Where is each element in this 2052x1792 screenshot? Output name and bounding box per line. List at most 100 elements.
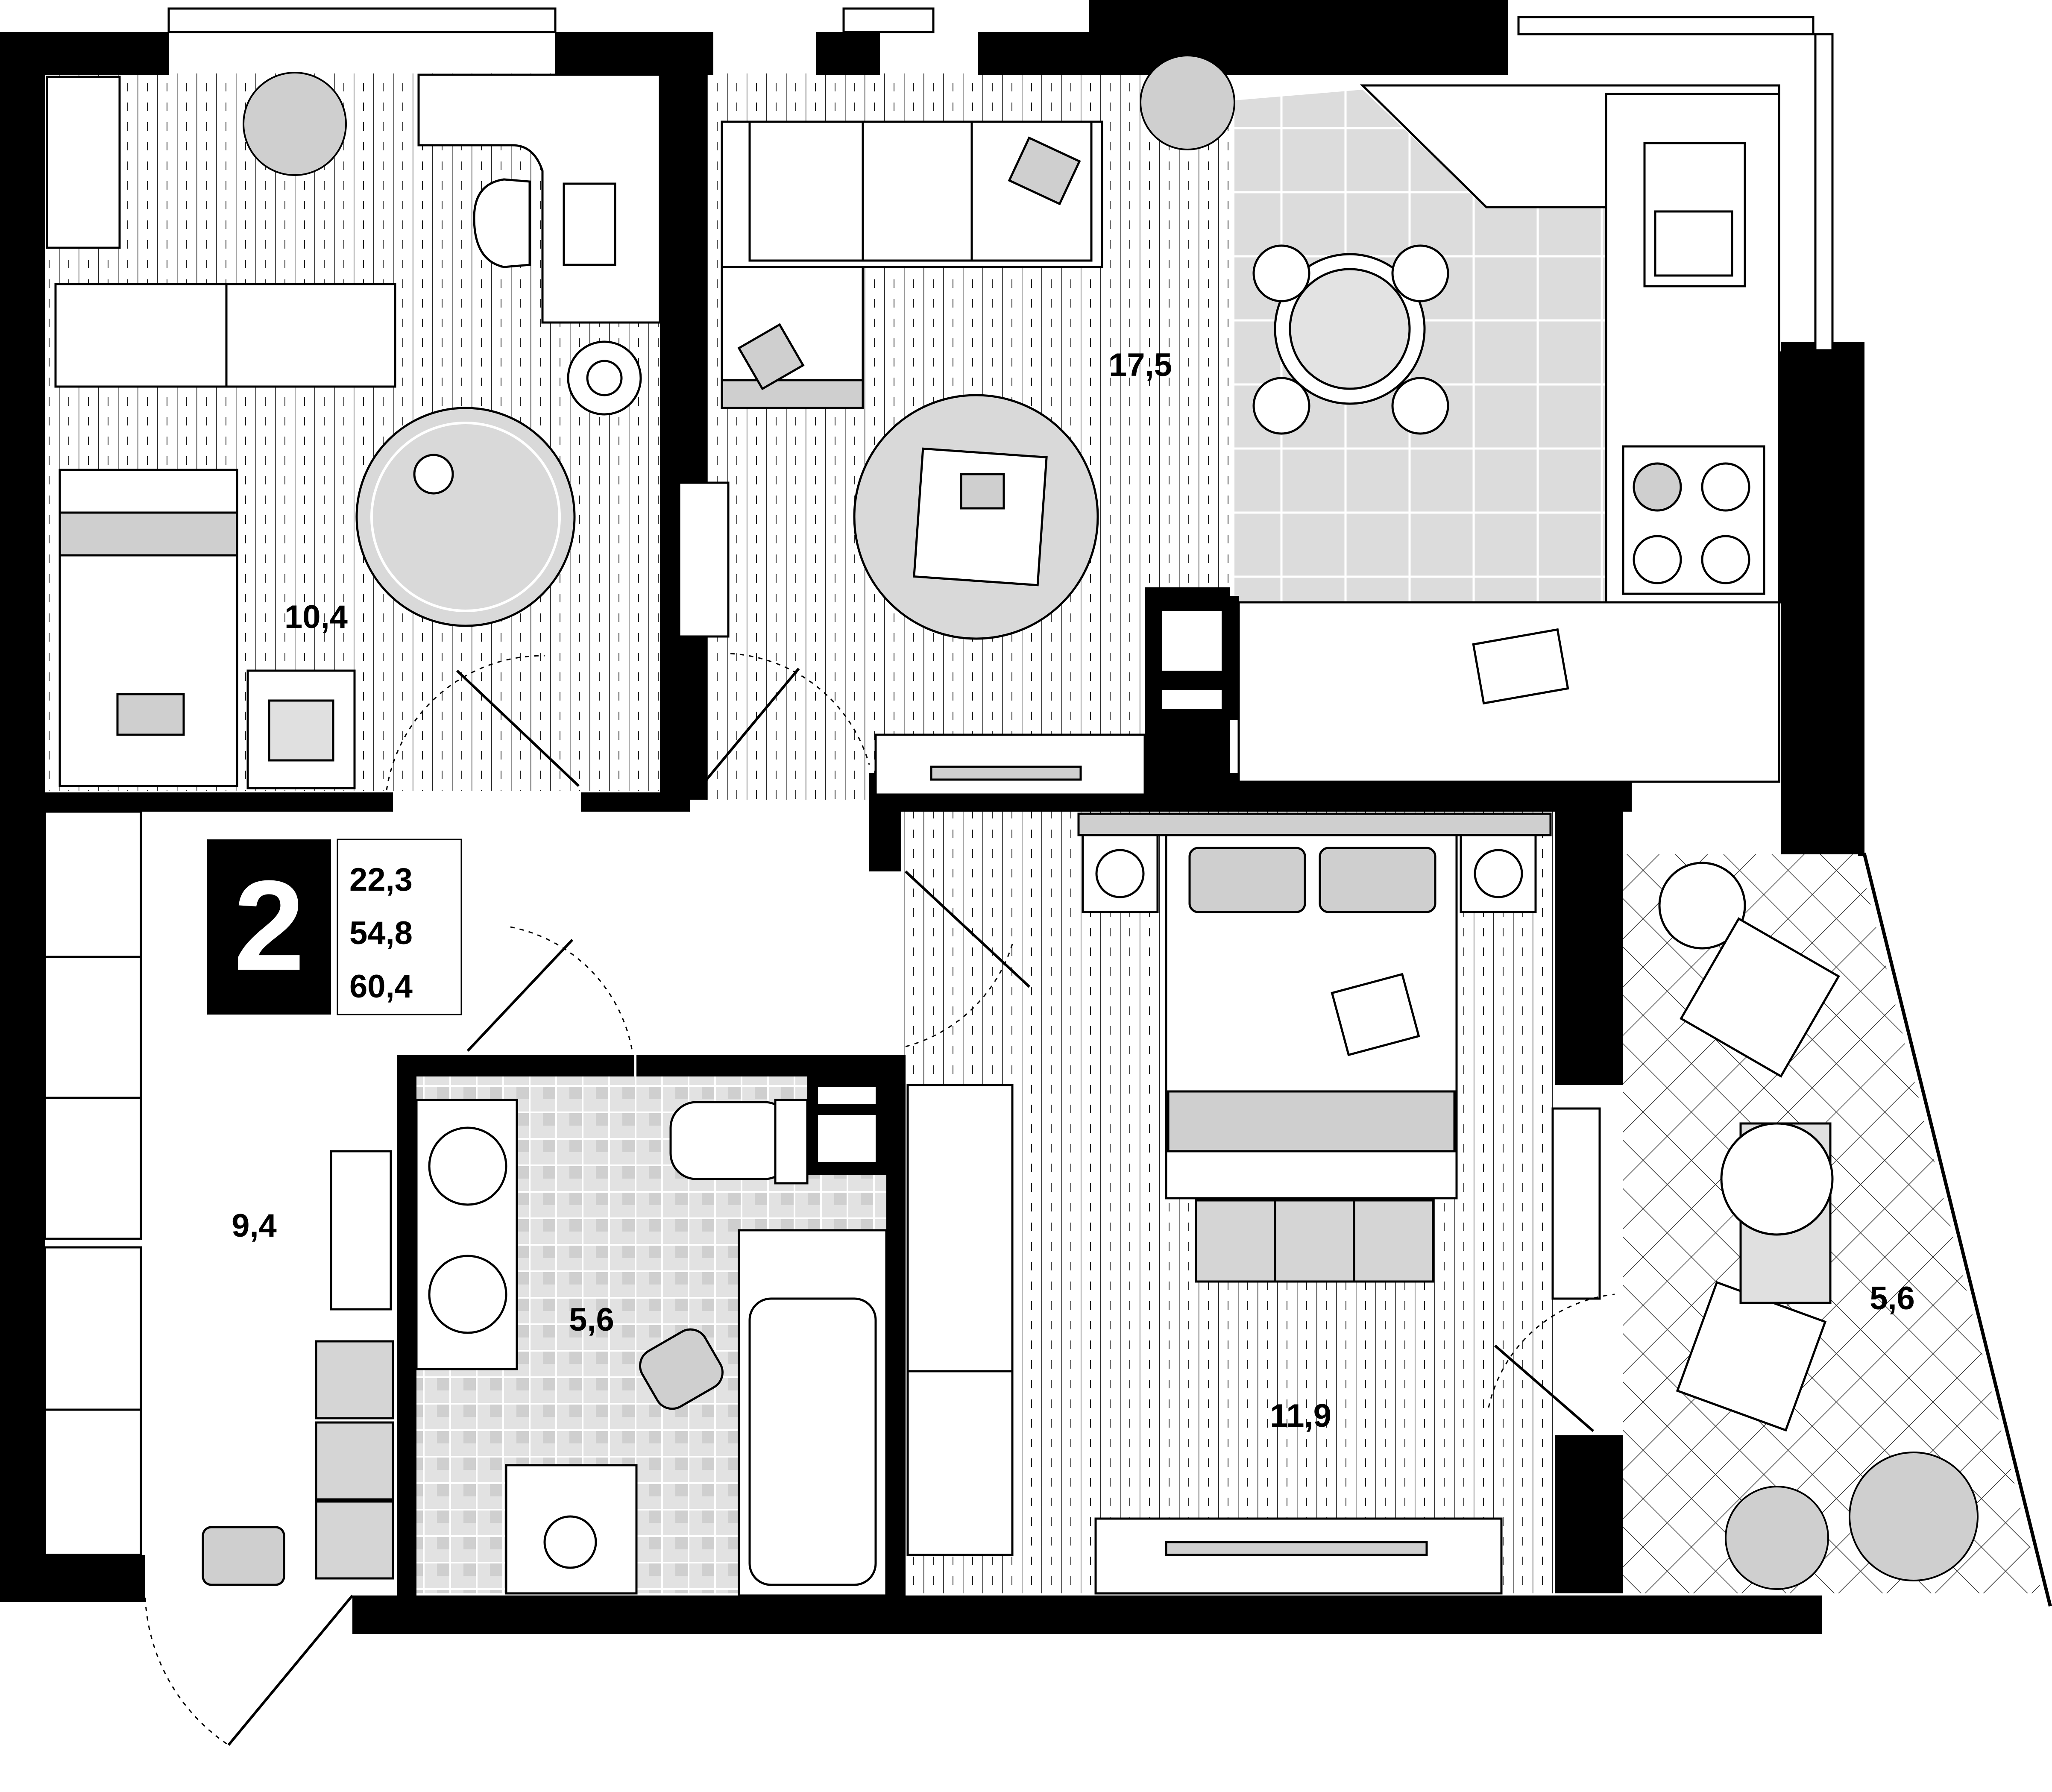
desk-chair <box>473 178 531 268</box>
door-living[interactable] <box>693 668 800 795</box>
pillow-main-2 <box>1319 847 1436 913</box>
plant-top-living-icon <box>1140 55 1235 150</box>
area-usable: 54,8 <box>349 915 413 951</box>
sink-bowl <box>1654 210 1733 277</box>
window-living <box>842 7 935 33</box>
door-entrance[interactable] <box>227 1595 354 1746</box>
tv-living <box>930 765 1082 781</box>
ottoman-1 <box>315 1340 394 1420</box>
cushion-2 <box>737 323 805 390</box>
laptop-bed <box>1331 973 1420 1056</box>
balcony-glazing <box>1858 853 2052 1607</box>
pillow-main-1 <box>1188 847 1306 913</box>
wall-top-mid-c <box>978 32 1089 75</box>
armchair-1 <box>1680 917 1840 1078</box>
wardrobe-main <box>906 1084 1014 1556</box>
door-bathroom[interactable] <box>466 939 574 1052</box>
burner-3 <box>1633 535 1682 584</box>
dining-chair-3 <box>1252 377 1310 435</box>
area-living: 22,3 <box>349 862 413 898</box>
cushion-1 <box>1008 136 1081 205</box>
wall-mid-h-mid <box>581 792 690 812</box>
floor-balcony <box>1623 854 2042 1593</box>
shelf-living <box>678 481 730 638</box>
plants <box>243 55 1979 1590</box>
shaft-bath-inner-2 <box>818 1115 876 1162</box>
wall-bottom-left <box>0 1555 145 1602</box>
kitchen-furniture <box>1237 84 1782 783</box>
wall-bath-top <box>397 1055 634 1076</box>
lamp-left <box>1095 849 1145 898</box>
dining-chair-2 <box>1391 244 1449 302</box>
nightstand-left <box>1082 834 1159 913</box>
tv-main <box>1165 1541 1428 1556</box>
books <box>960 473 1005 510</box>
bed-blanket-main <box>1167 1090 1456 1153</box>
headboard <box>1077 812 1552 836</box>
plant-balcony-2-icon <box>1849 1452 1979 1581</box>
plant-box <box>268 699 334 762</box>
coffee-table <box>913 447 1048 587</box>
wall-bottom-main <box>352 1595 1822 1634</box>
wall-bedroom-right-top <box>1555 812 1623 1085</box>
wall-hall-right <box>869 812 901 871</box>
basin-1 <box>428 1126 507 1206</box>
room-area-labels: 10,4 17,5 9,4 5,6 11,9 5,6 <box>232 347 1915 1434</box>
sofa-arm <box>721 379 864 409</box>
toilet <box>669 1101 791 1180</box>
wall-top-right <box>1089 0 1508 75</box>
area-living-kitchen: 17,5 <box>1109 347 1172 383</box>
door-bedroom-small[interactable] <box>456 669 580 787</box>
windows <box>167 7 1834 352</box>
shaft-kitchen-inner <box>1162 611 1222 671</box>
door-bedroom-main[interactable] <box>904 870 1031 988</box>
bench-main <box>1195 1199 1434 1283</box>
shoe-rack <box>330 1150 392 1311</box>
living-furniture <box>678 120 1146 796</box>
lamp-small <box>567 340 642 416</box>
hall-wardrobe-top <box>44 810 142 1240</box>
bed-blanket <box>59 511 238 557</box>
wall-mid-h-left <box>0 792 393 812</box>
area-balcony: 5,6 <box>1870 1280 1915 1317</box>
tv-stand-living <box>874 733 1146 796</box>
shaft-bath-inner <box>818 1087 876 1104</box>
ottoman-3 <box>315 1500 394 1580</box>
room-count: 2 <box>234 853 305 997</box>
toilet-tank <box>774 1099 809 1185</box>
wall-kitchen-right <box>1781 342 1864 854</box>
hall-wardrobe-bottom <box>44 1246 142 1556</box>
balcony-furniture <box>1658 853 2052 1607</box>
ottoman-2 <box>315 1421 394 1501</box>
burner-4 <box>1701 535 1750 584</box>
area-total: 60,4 <box>349 968 413 1005</box>
area-bedroom-main: 11,9 <box>1270 1398 1331 1434</box>
window-bedroom-small <box>167 7 557 33</box>
wall-bath-left <box>397 1055 416 1598</box>
rug-small <box>355 407 576 627</box>
basin-2 <box>428 1255 507 1334</box>
apartment-info-box: 2 22,3 54,8 60,4 <box>207 839 462 1015</box>
shaft-kitchen-inner-2 <box>1162 690 1222 709</box>
window-kitchen <box>1517 16 1815 35</box>
door-mat <box>202 1526 285 1586</box>
doors <box>144 653 1615 1746</box>
washing-machine <box>505 1464 638 1595</box>
area-stats-box <box>337 839 462 1015</box>
bath-mat <box>639 1328 724 1410</box>
window-kitchen-side <box>1814 33 1834 352</box>
wall-bath-top-b <box>636 1055 903 1076</box>
cutting-board <box>1472 628 1569 705</box>
washer-drum <box>543 1515 597 1569</box>
area-bathroom: 5,6 <box>569 1302 614 1338</box>
dining-chair-4 <box>1391 377 1449 435</box>
door-balcony[interactable] <box>1494 1344 1594 1432</box>
burner-1 <box>1633 462 1682 512</box>
lamp-balcony <box>1658 862 1746 950</box>
bathroom-furniture <box>415 1099 888 1597</box>
hallway-furniture <box>44 810 394 1586</box>
bedroom-main-furniture <box>906 812 1601 1595</box>
laptop <box>563 182 616 266</box>
area-hallway: 9,4 <box>232 1208 277 1244</box>
